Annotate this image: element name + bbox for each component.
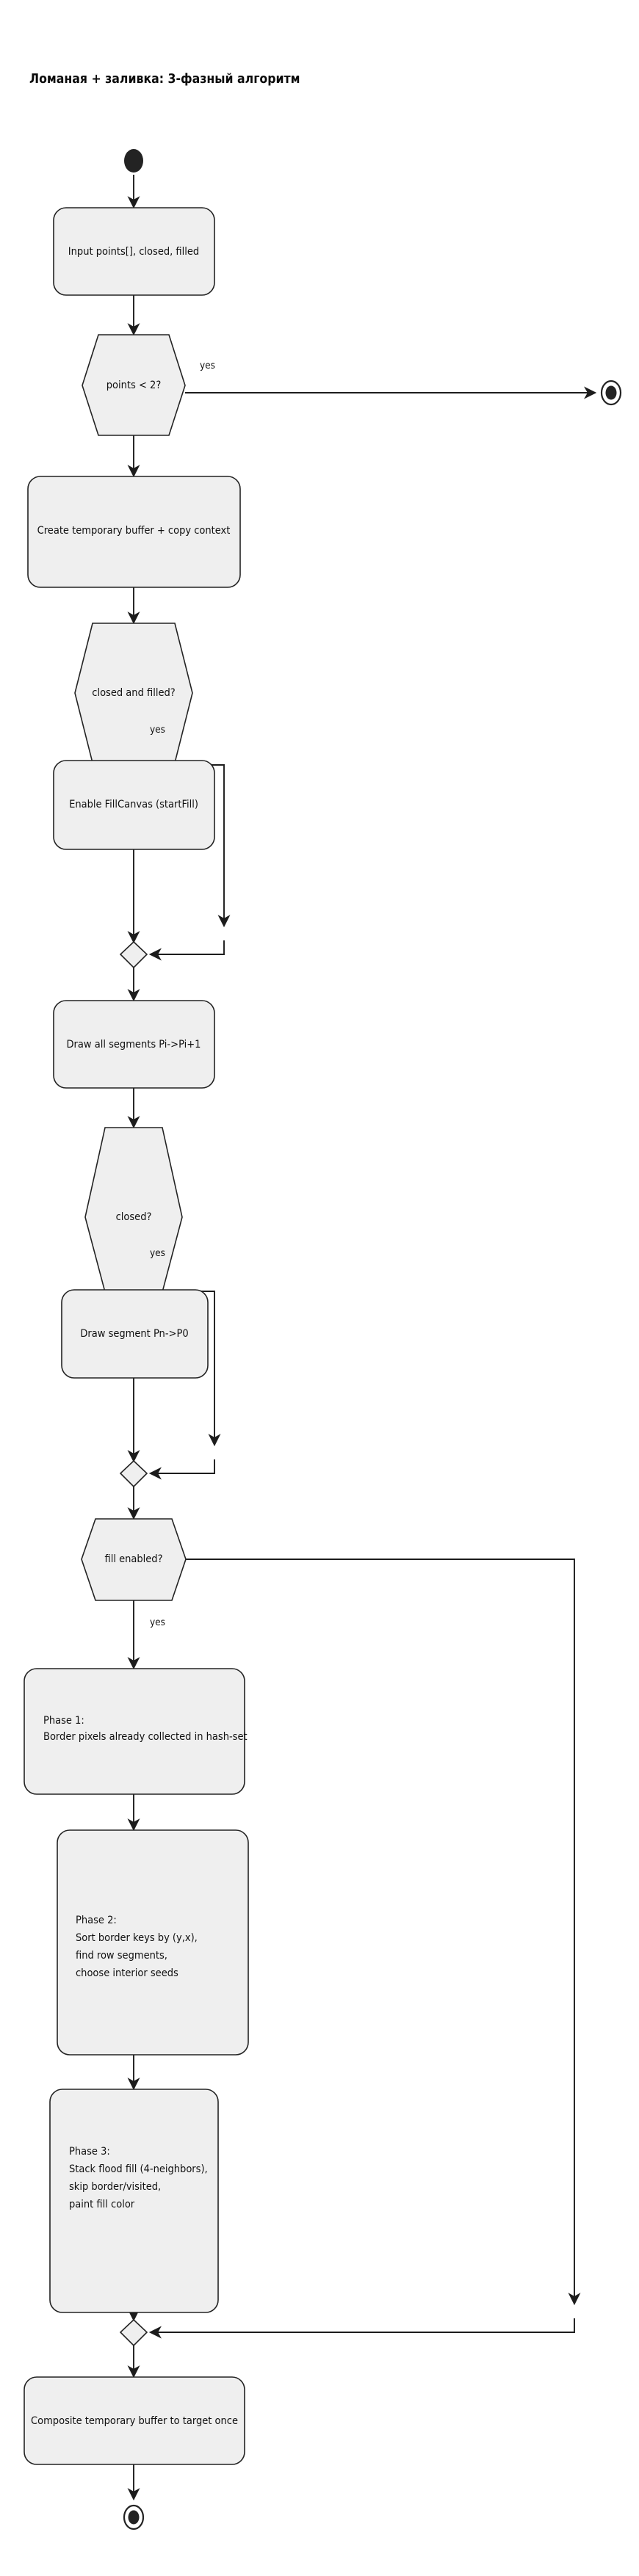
action-node-input[interactable]: Input points[], closed, filled	[53, 207, 215, 296]
action-node-phase1-line-1: Border pixels already collected in hash-…	[43, 1731, 248, 1743]
merge-node-fill	[119, 940, 148, 969]
merge-node-closed	[119, 1459, 148, 1488]
initial-node-circle	[124, 149, 143, 173]
end-node	[123, 2504, 145, 2530]
action-node-create-buffer-label: Create temporary buffer + copy context	[37, 525, 231, 537]
action-node-phase2-rect[interactable]	[57, 1829, 249, 2056]
action-node-phase1-rect[interactable]	[24, 1668, 245, 1795]
action-node-composite-label: Composite temporary buffer to target onc…	[31, 2415, 238, 2427]
decision-node-closed-shape[interactable]	[84, 1127, 183, 1293]
action-node-create-buffer[interactable]: Create temporary buffer + copy context	[27, 476, 241, 588]
action-node-phase3-rect[interactable]	[49, 2089, 219, 2313]
action-node-phase1-line-0: Phase 1:	[43, 1715, 84, 1727]
action-node-phase3-line-1: Stack flood fill (4-neighbors),	[69, 2163, 208, 2175]
edge-bypass-into-merge-final	[148, 2318, 575, 2339]
action-node-input-box[interactable]	[53, 207, 215, 296]
action-node-enable-fill-box[interactable]	[53, 760, 215, 850]
decision-node-fill-enabled-shape[interactable]	[81, 1518, 187, 1601]
action-node-phase3[interactable]: Phase 3: Stack flood fill (4-neighbors),…	[49, 2089, 219, 2313]
action-node-draw-all[interactable]: Draw all segments Pi->Pi+1	[53, 1000, 215, 1089]
action-node-phase3-line-0: Phase 3:	[69, 2146, 110, 2158]
decision-node-points-lt-2[interactable]: points < 2?	[82, 334, 186, 436]
edge-fill-enabled-no-bypass	[186, 1559, 581, 2306]
action-node-phase2-line-0: Phase 2:	[76, 1915, 117, 1926]
action-node-input-label: Input points[], closed, filled	[68, 246, 199, 258]
merge-node-closed-diamond	[119, 1459, 148, 1488]
action-node-create-buffer-box[interactable]	[27, 476, 241, 588]
action-node-draw-close[interactable]: Draw segment Pn->P0	[61, 1289, 209, 1379]
action-node-draw-close-box[interactable]	[61, 1289, 209, 1379]
action-node-phase2-line-3: choose interior seeds	[76, 1967, 178, 1979]
decision-node-fill-enabled-label: fill enabled?	[104, 1553, 162, 1565]
diagram-title: Ломаная + заливка: 3-фазный алгоритм	[29, 72, 300, 87]
decision-node-closed-filled[interactable]: closed and filled?	[74, 623, 193, 763]
action-node-enable-fill[interactable]: Enable FillCanvas (startFill)	[53, 760, 215, 850]
action-node-phase2-line-2: find row segments,	[76, 1950, 167, 1962]
action-node-phase1[interactable]: Phase 1: Border pixels already collected…	[24, 1668, 248, 1795]
merge-node-final-diamond	[119, 2318, 148, 2347]
action-node-phase3-line-2: skip border/visited,	[69, 2181, 161, 2193]
merge-node-fill-diamond	[119, 940, 148, 969]
action-node-draw-close-label: Draw segment Pn->P0	[80, 1328, 188, 1340]
action-node-phase3-line-3: paint fill color	[69, 2199, 135, 2210]
decision-node-points-lt-2-label: points < 2?	[106, 380, 162, 391]
decision-node-fill-enabled[interactable]: fill enabled?	[81, 1518, 187, 1601]
decision-node-closed-label: closed?	[116, 1211, 152, 1223]
edge-label-fill-enabled-yes: yes	[150, 1617, 165, 1628]
action-node-phase2-line-1: Sort border keys by (y,x),	[76, 1932, 198, 1944]
final-node-inner-dot-early	[605, 385, 617, 400]
merge-node-final	[119, 2318, 148, 2347]
decision-node-closed[interactable]: closed?	[84, 1127, 183, 1293]
edge-bypass-into-merge-fill	[148, 940, 225, 961]
final-node-inner-dot	[128, 2510, 140, 2525]
action-node-draw-all-label: Draw all segments Pi->Pi+1	[67, 1039, 201, 1051]
start-node	[124, 149, 143, 173]
action-node-phase2[interactable]: Phase 2: Sort border keys by (y,x), find…	[57, 1829, 249, 2056]
edge-label-closed-filled-yes: yes	[150, 724, 165, 736]
edge-bypass-into-merge-closed	[148, 1459, 215, 1480]
decision-node-points-lt-2-shape[interactable]	[82, 334, 186, 436]
action-node-composite-box[interactable]	[24, 2376, 245, 2465]
decision-node-closed-filled-label: closed and filled?	[92, 687, 175, 699]
edge-label-points-lt-2-yes: yes	[200, 360, 215, 371]
action-node-enable-fill-label: Enable FillCanvas (startFill)	[69, 799, 198, 810]
edge-label-closed-yes: yes	[150, 1247, 165, 1259]
early-final-node	[600, 380, 622, 406]
action-node-draw-all-box[interactable]	[53, 1000, 215, 1089]
action-node-composite[interactable]: Composite temporary buffer to target onc…	[24, 2376, 245, 2465]
